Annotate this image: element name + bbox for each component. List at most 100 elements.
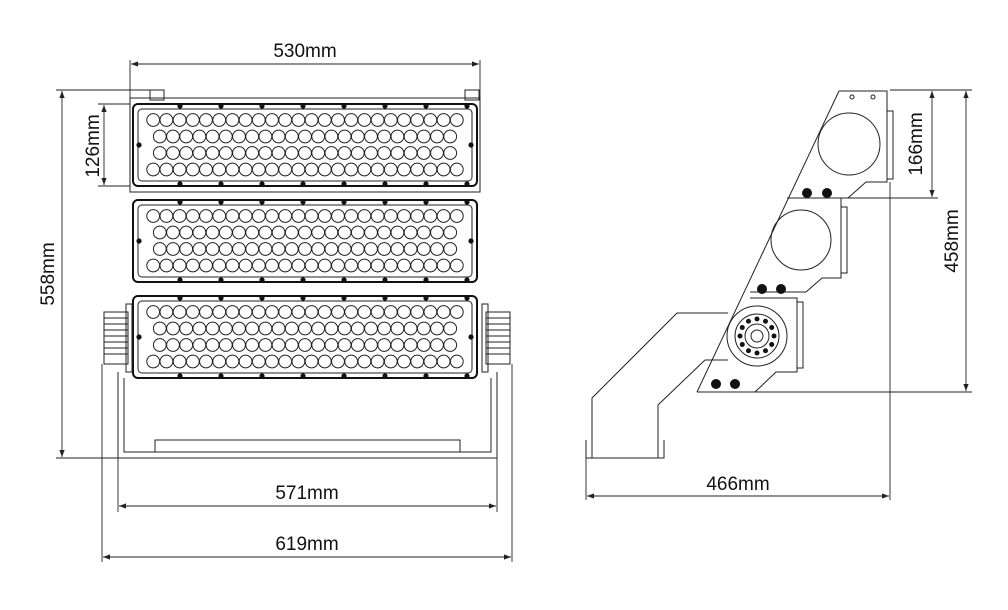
side-module-3 <box>697 297 798 393</box>
led <box>430 321 444 336</box>
led <box>232 225 246 240</box>
screw-icon <box>341 181 347 187</box>
led <box>258 321 273 336</box>
led <box>258 242 273 256</box>
led <box>271 321 286 336</box>
led <box>218 225 233 240</box>
tab-left <box>149 89 165 101</box>
led <box>449 113 464 127</box>
led <box>377 338 392 352</box>
led <box>383 258 398 273</box>
led <box>423 113 438 127</box>
led <box>291 258 306 273</box>
side-lens-3 <box>796 301 804 369</box>
led <box>324 321 339 336</box>
tab-right <box>464 89 480 101</box>
led <box>383 113 398 127</box>
led <box>403 338 418 352</box>
led <box>192 225 207 240</box>
led <box>364 146 378 160</box>
led <box>185 162 200 177</box>
led <box>238 258 253 273</box>
screw-icon <box>382 277 388 283</box>
led <box>403 321 418 336</box>
led <box>212 113 227 127</box>
led <box>271 242 286 256</box>
side-view <box>585 90 894 459</box>
screw-icon <box>341 277 347 283</box>
led <box>423 209 438 223</box>
led <box>291 305 306 319</box>
led <box>212 209 227 223</box>
label-166mm: 166mm <box>906 112 927 175</box>
screw-icon <box>218 373 224 379</box>
screw-icon <box>423 373 429 379</box>
led <box>278 162 293 177</box>
led <box>337 321 352 336</box>
led <box>416 321 431 336</box>
led <box>265 305 279 319</box>
led <box>311 225 326 240</box>
screw-icon <box>259 373 265 379</box>
led <box>271 146 286 160</box>
led <box>357 209 372 223</box>
led <box>410 305 425 319</box>
led <box>449 354 464 369</box>
led <box>232 146 246 160</box>
led <box>179 242 194 256</box>
led <box>152 146 167 160</box>
knob-right <box>481 303 511 373</box>
led <box>146 113 161 127</box>
led <box>238 113 253 127</box>
led <box>172 354 187 369</box>
led <box>331 113 345 127</box>
led <box>370 209 385 223</box>
led <box>232 129 246 144</box>
led <box>337 338 352 352</box>
led <box>159 354 174 369</box>
led <box>403 242 418 256</box>
led <box>245 242 260 256</box>
led <box>430 129 444 144</box>
led <box>172 209 187 223</box>
led <box>238 162 253 177</box>
led <box>265 162 279 177</box>
led <box>344 305 359 319</box>
led <box>304 305 319 319</box>
led <box>357 258 372 273</box>
led <box>278 258 293 273</box>
led <box>397 305 411 319</box>
led <box>291 209 306 223</box>
dimension-530: 530mm <box>129 41 481 98</box>
led <box>258 338 273 352</box>
screw-icon <box>423 295 429 301</box>
led <box>350 338 365 352</box>
led <box>311 146 326 160</box>
led <box>172 258 187 273</box>
led <box>364 321 378 336</box>
led <box>377 225 392 240</box>
led <box>449 258 464 273</box>
dimension-466: 466mm <box>585 182 891 500</box>
screw-icon <box>300 181 306 187</box>
led <box>245 338 260 352</box>
led <box>199 162 213 177</box>
led <box>265 354 279 369</box>
led <box>383 209 398 223</box>
led <box>331 258 345 273</box>
led <box>331 354 345 369</box>
led <box>166 242 180 256</box>
led <box>397 354 411 369</box>
side-arm-foot <box>585 440 665 459</box>
led <box>265 113 279 127</box>
led <box>199 113 213 127</box>
led <box>436 305 451 319</box>
screw-icon <box>177 277 183 283</box>
led <box>166 129 180 144</box>
led <box>251 258 266 273</box>
led <box>436 209 451 223</box>
led <box>410 162 425 177</box>
led <box>377 129 392 144</box>
led <box>370 305 385 319</box>
